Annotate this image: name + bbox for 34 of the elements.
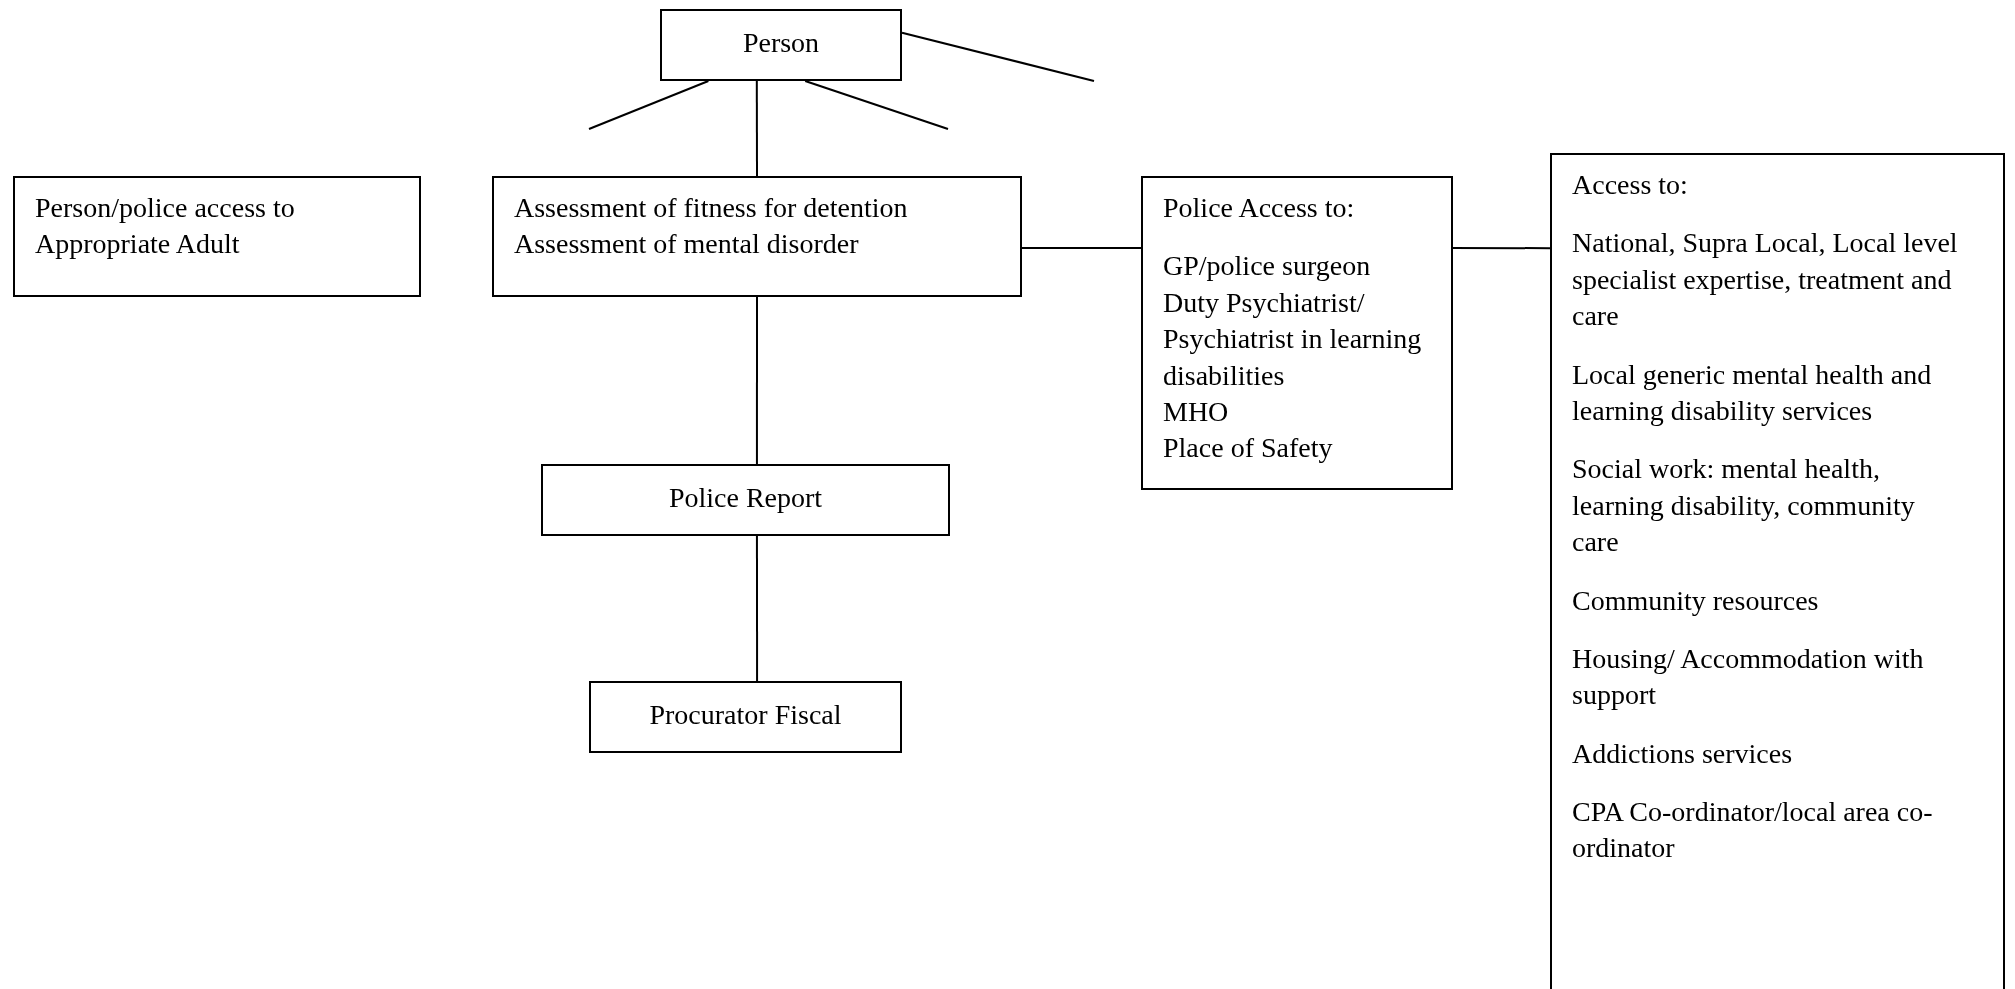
connector-line [755, 535, 759, 682]
box-label: Duty Psychiatrist/ Psychiatrist in learning disabilities [1163, 285, 1423, 393]
box-label: National, Supra Local, Local level specialist expertise, treatment and care [1572, 226, 1959, 334]
box-label: Procurator Fiscal [648, 698, 843, 732]
process-box [1141, 176, 1453, 490]
box-label: Person/police access to Appropriate Adult [35, 191, 296, 262]
connector-line [804, 80, 949, 130]
connector-line [755, 80, 758, 177]
connector-line [755, 296, 758, 465]
connector-line [901, 31, 1095, 82]
connector-line [1021, 246, 1142, 249]
process-box [660, 9, 902, 81]
box-label: MHO [1163, 394, 1230, 429]
connector-line [1452, 246, 1551, 250]
box-heading: Access to: [1572, 168, 1689, 202]
box-label: Police Report [667, 481, 824, 515]
connector-line [588, 80, 710, 130]
box-label: GP/police surgeon [1163, 249, 1372, 284]
process-box [541, 464, 950, 536]
box-label: Housing/ Accommodation with support [1572, 641, 1925, 713]
box-label: Assessment of mental disorder [514, 227, 860, 262]
process-box [1550, 153, 2005, 989]
box-label: Community resources [1572, 583, 1820, 618]
box-label: Addictions services [1572, 736, 1794, 771]
box-heading: Police Access to: [1163, 191, 1356, 225]
process-box [492, 176, 1022, 297]
process-box [13, 176, 421, 297]
process-box [589, 681, 902, 753]
box-label: Person [741, 26, 821, 60]
box-label: Local generic mental health and learning disability services [1572, 357, 1933, 428]
box-label: Social work: mental health, learning disability, community care [1572, 452, 1916, 560]
box-label: Place of Safety [1163, 431, 1334, 466]
box-label: Assessment of fitness for detention [514, 191, 909, 225]
box-label: CPA Co-ordinator/local area co-ordinator [1572, 795, 1934, 866]
